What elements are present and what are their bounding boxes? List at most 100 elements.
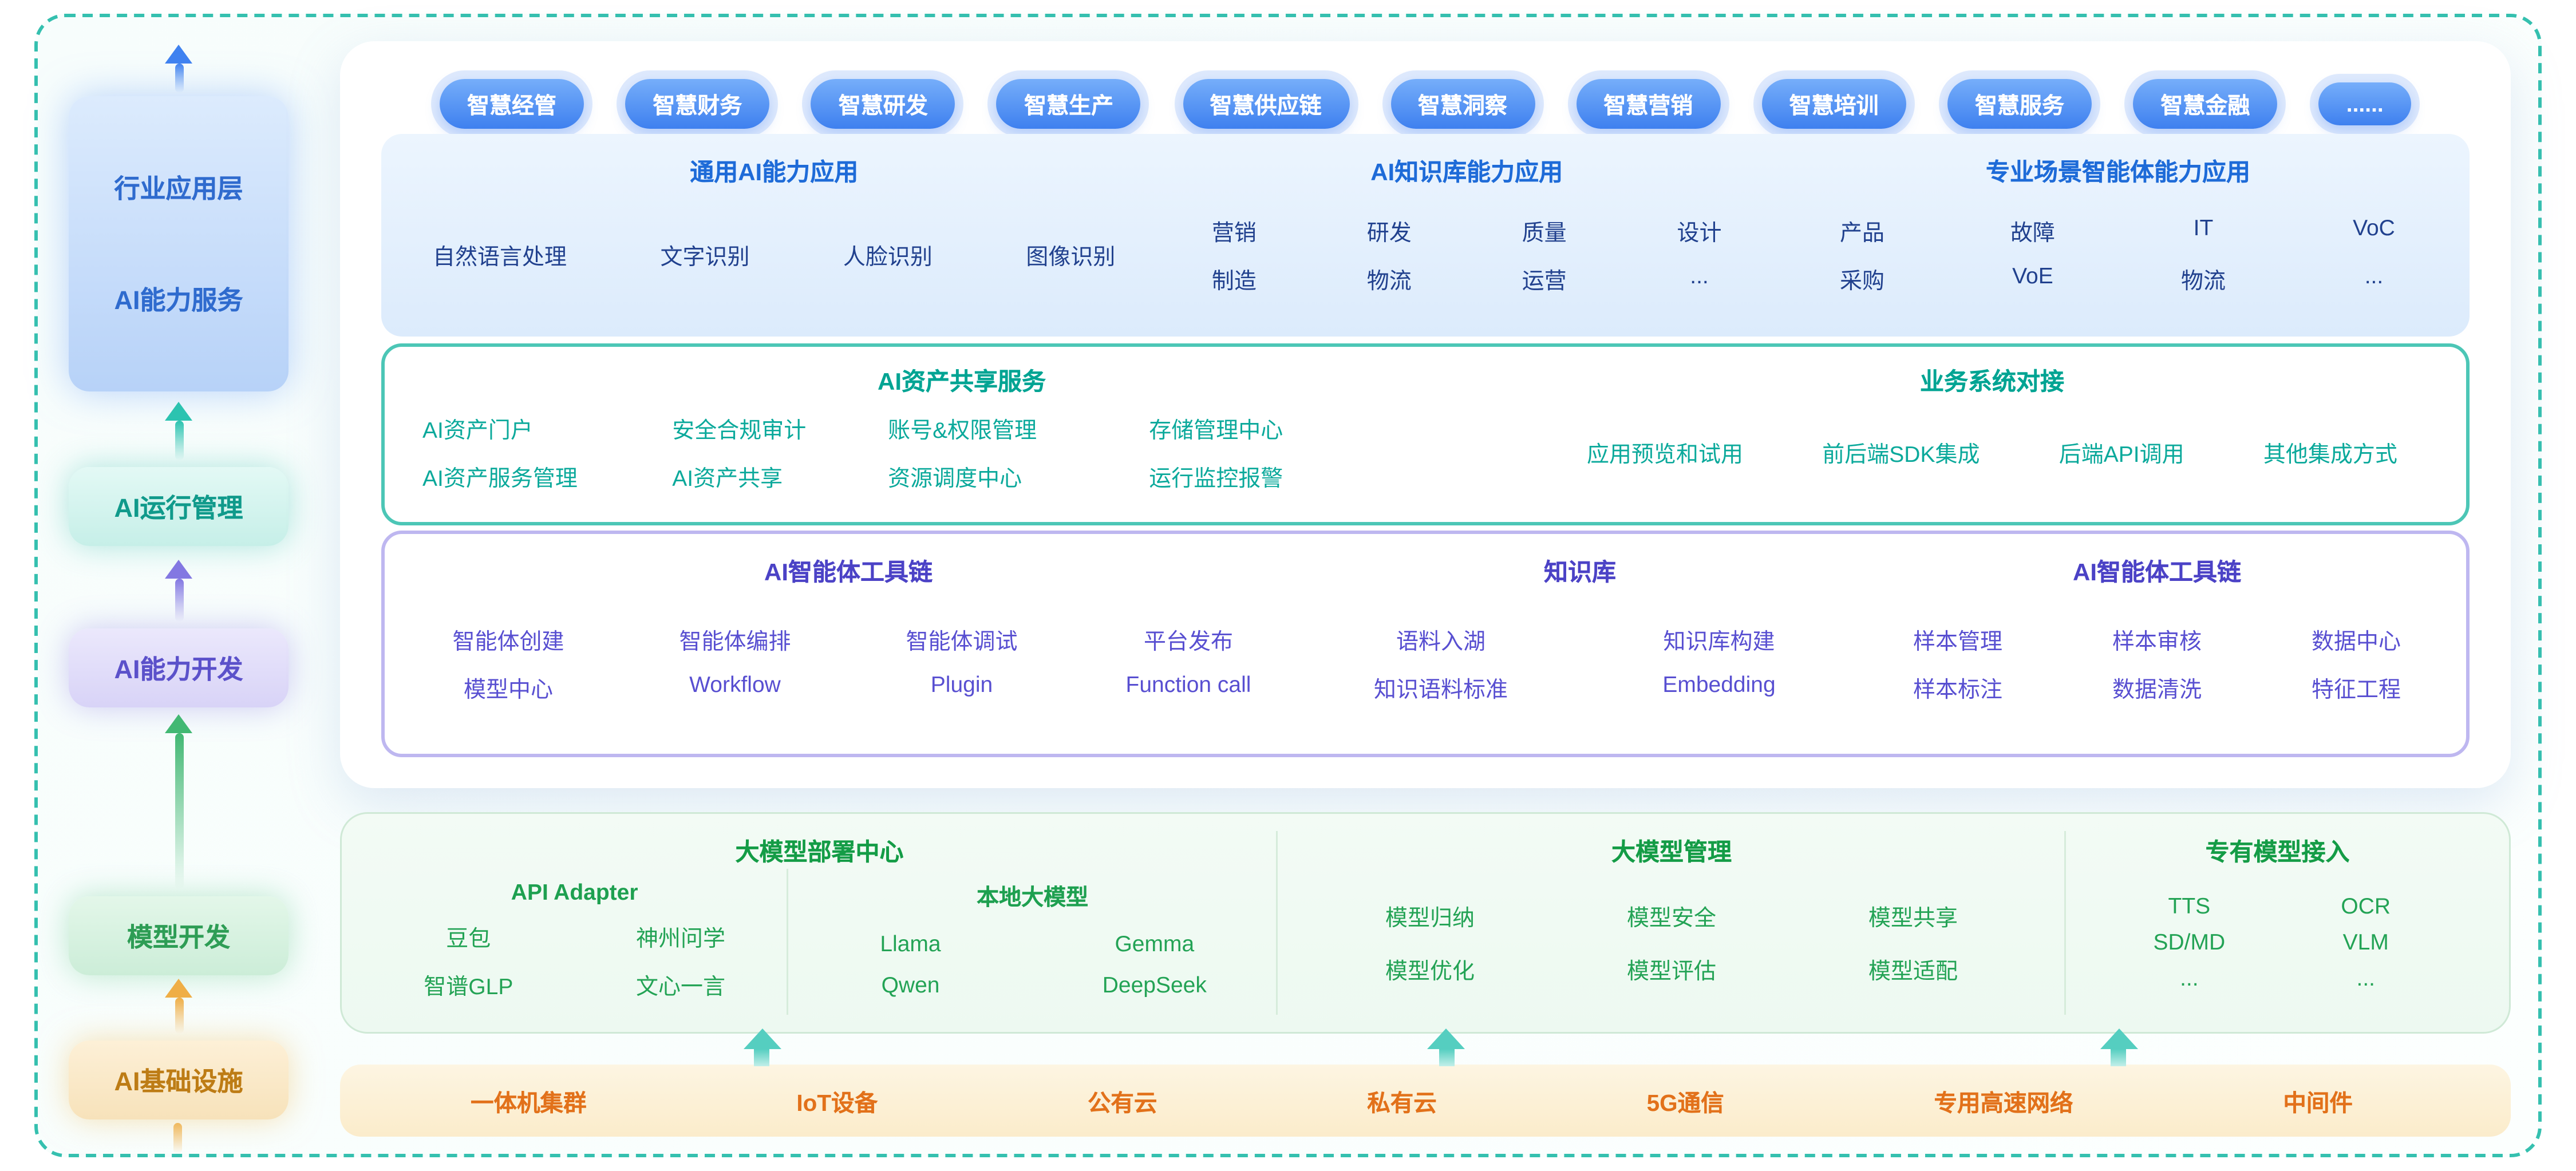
list-item: ... (1690, 262, 1709, 288)
list-item: TTS (2168, 893, 2211, 919)
list-item: VLM (2342, 929, 2389, 955)
item-grid: TTS OCR SD/MD VLM ... ... (2067, 869, 2488, 1015)
list-item: SD/MD (2153, 929, 2226, 955)
industry-pill: 智慧研发 (811, 79, 955, 129)
list-item: 模型评估 (1626, 957, 1717, 983)
item-row: 应用预览和试用 前后端SDK集成 后端API调用 其他集成方式 (1528, 398, 2456, 508)
list-item: 豆包 (446, 924, 491, 951)
infra-item: IoT设备 (796, 1090, 878, 1117)
list-item: 知识语料标准 (1373, 675, 1508, 702)
industry-pill-row: 智慧经管 智慧财务 智慧研发 智慧生产 智慧供应链 智慧洞察 智慧营销 智慧培训… (381, 69, 2470, 129)
infra-item: 专用高速网络 (1934, 1090, 2073, 1117)
layer-label: AI能力开发 (114, 655, 243, 685)
section-title: AI知识库能力应用 (1370, 159, 1563, 187)
list-item: 模型适配 (1868, 957, 1958, 983)
list-item: Gemma (1115, 929, 1195, 956)
item-grid: AI资产门户 安全合规审计 账号&权限管理 存储管理中心 AI资产服务管理 AI… (395, 398, 1528, 508)
infra-item: 一体机集群 (471, 1090, 587, 1117)
industry-pill: 智慧洞察 (1390, 79, 1535, 129)
up-arrow-icon (158, 714, 199, 889)
list-item: DeepSeek (1102, 971, 1207, 997)
list-item: 后端API调用 (2059, 441, 2184, 468)
list-item: 安全合规审计 (672, 417, 807, 444)
subsection-api-adapter: API Adapter 豆包 神州问学 智谱GLP 文心一言 (362, 869, 789, 1015)
industry-pill: 智慧金融 (2133, 79, 2278, 129)
infra-item: 公有云 (1087, 1090, 1157, 1117)
list-item: 质量 (1522, 219, 1567, 246)
main-content: 智慧经管 智慧财务 智慧研发 智慧生产 智慧供应链 智慧洞察 智慧营销 智慧培训… (340, 41, 2511, 1137)
layer-label: 行业应用层 (114, 175, 243, 205)
list-item: 知识库构建 (1663, 627, 1775, 654)
list-item: Workflow (689, 670, 781, 697)
list-item: IT (2193, 214, 2214, 240)
ai-capability-panel: 通用AI能力应用 自然语言处理 文字识别 人脸识别 图像识别 AI知识库能力应用… (381, 134, 2470, 338)
list-item: 数据中心 (2311, 627, 2401, 654)
list-item: 账号&权限管理 (888, 417, 1037, 444)
industry-pill-more: ...... (2318, 82, 2411, 125)
list-item: AI资产服务管理 (422, 465, 578, 492)
list-item: VoC (2353, 214, 2395, 240)
section-general-ai: 通用AI能力应用 自然语言处理 文字识别 人脸识别 图像识别 (392, 152, 1156, 320)
list-item: 自然语言处理 (433, 243, 567, 270)
list-item: 特征工程 (2311, 675, 2401, 702)
list-item: 智能体创建 (452, 627, 564, 654)
item-grid: 模型归纳 模型安全 模型共享 模型优化 模型评估 模型适配 (1278, 869, 2065, 1015)
section-title: 大模型管理 (1611, 838, 1732, 866)
list-item: 数据清洗 (2112, 675, 2202, 702)
infra-item: 中间件 (2283, 1090, 2353, 1117)
list-item: 样本管理 (1913, 627, 2002, 654)
industry-pill: 智慧营销 (1576, 79, 1721, 129)
section-knowledge-ai: AI知识库能力应用 营销 研发 质量 设计 制造 物流 运营 ... (1156, 152, 1777, 320)
list-item: 文心一言 (635, 972, 726, 999)
list-item: 运行监控报警 (1149, 465, 1283, 492)
layer-stack: 行业应用层 AI能力服务 AI运行管理 AI能力开发 模型开发 AI基础设施 (38, 17, 340, 1154)
item-row: 自然语言处理 文字识别 人脸识别 图像识别 (392, 189, 1156, 320)
layer-label: 模型开发 (127, 923, 230, 952)
up-arrow-icon (158, 45, 199, 93)
layer-label: AI运行管理 (114, 493, 243, 523)
item-grid: 营销 研发 质量 设计 制造 物流 运营 ... (1156, 189, 1777, 320)
item-grid: 样本管理 样本审核 数据中心 样本标注 数据清洗 特征工程 (1858, 589, 2456, 737)
infra-to-model-arrows (340, 1028, 2511, 1067)
industry-pill: 智慧供应链 (1182, 79, 1349, 129)
item-grid: 产品 故障 IT VoC 采购 VoE 物流 ... (1777, 189, 2459, 320)
list-item: VoE (2012, 262, 2053, 288)
arrow-tail (173, 1123, 182, 1154)
list-item: 模型共享 (1868, 904, 1958, 930)
list-item: 其他集成方式 (2263, 441, 2397, 468)
layer-infrastructure: AI基础设施 (69, 1041, 289, 1119)
list-item: 前后端SDK集成 (1822, 441, 1980, 468)
list-item: 文字识别 (660, 243, 750, 270)
list-item: 样本标注 (1913, 675, 2002, 702)
industry-pill: 智慧经管 (440, 79, 584, 129)
section-title: 通用AI能力应用 (690, 159, 859, 187)
diagram-frame: 行业应用层 AI能力服务 AI运行管理 AI能力开发 模型开发 AI基础设施 (34, 14, 2542, 1157)
item-grid: 智能体创建 智能体编排 智能体调试 平台发布 模型中心 Workflow Plu… (395, 589, 1302, 737)
list-item: Llama (880, 929, 941, 956)
section-data-toolchain: AI智能体工具链 样本管理 样本审核 数据中心 样本标注 数据清洗 特征工程 (1858, 551, 2456, 737)
layer-model-dev: 模型开发 (69, 896, 289, 975)
list-item: 研发 (1366, 219, 1412, 246)
infra-item: 5G通信 (1646, 1090, 1724, 1117)
list-item: 模型优化 (1385, 957, 1475, 983)
section-title: 专业场景智能体能力应用 (1985, 159, 2250, 187)
list-item: 样本审核 (2112, 627, 2202, 654)
industry-pill: 智慧财务 (625, 79, 770, 129)
list-item: Embedding (1662, 670, 1776, 697)
list-item: 设计 (1677, 219, 1722, 246)
list-item: 制造 (1211, 267, 1257, 294)
subsection-local-models: 本地大模型 Llama Gemma Qwen DeepSeek (788, 869, 1277, 1015)
section-agent-toolchain: AI智能体工具链 智能体创建 智能体编排 智能体调试 平台发布 模型中心 Wor… (395, 551, 1302, 737)
section-title: AI智能体工具链 (764, 558, 933, 586)
list-item: 神州问学 (635, 924, 726, 951)
list-item: Plugin (930, 670, 993, 697)
section-system-integration: 业务系统对接 应用预览和试用 前后端SDK集成 后端API调用 其他集成方式 (1528, 360, 2456, 508)
section-title: 专有模型接入 (2205, 838, 2350, 866)
list-item: AI资产共享 (672, 465, 783, 492)
list-item: 模型归纳 (1385, 904, 1475, 930)
application-capability-card: 智慧经管 智慧财务 智慧研发 智慧生产 智慧供应链 智慧洞察 智慧营销 智慧培训… (340, 41, 2511, 789)
layer-development: AI能力开发 (69, 628, 289, 707)
section-title: 大模型部署中心 (735, 838, 904, 866)
toolchain-panel: AI智能体工具链 智能体创建 智能体编排 智能体调试 平台发布 模型中心 Wor… (381, 531, 2470, 758)
